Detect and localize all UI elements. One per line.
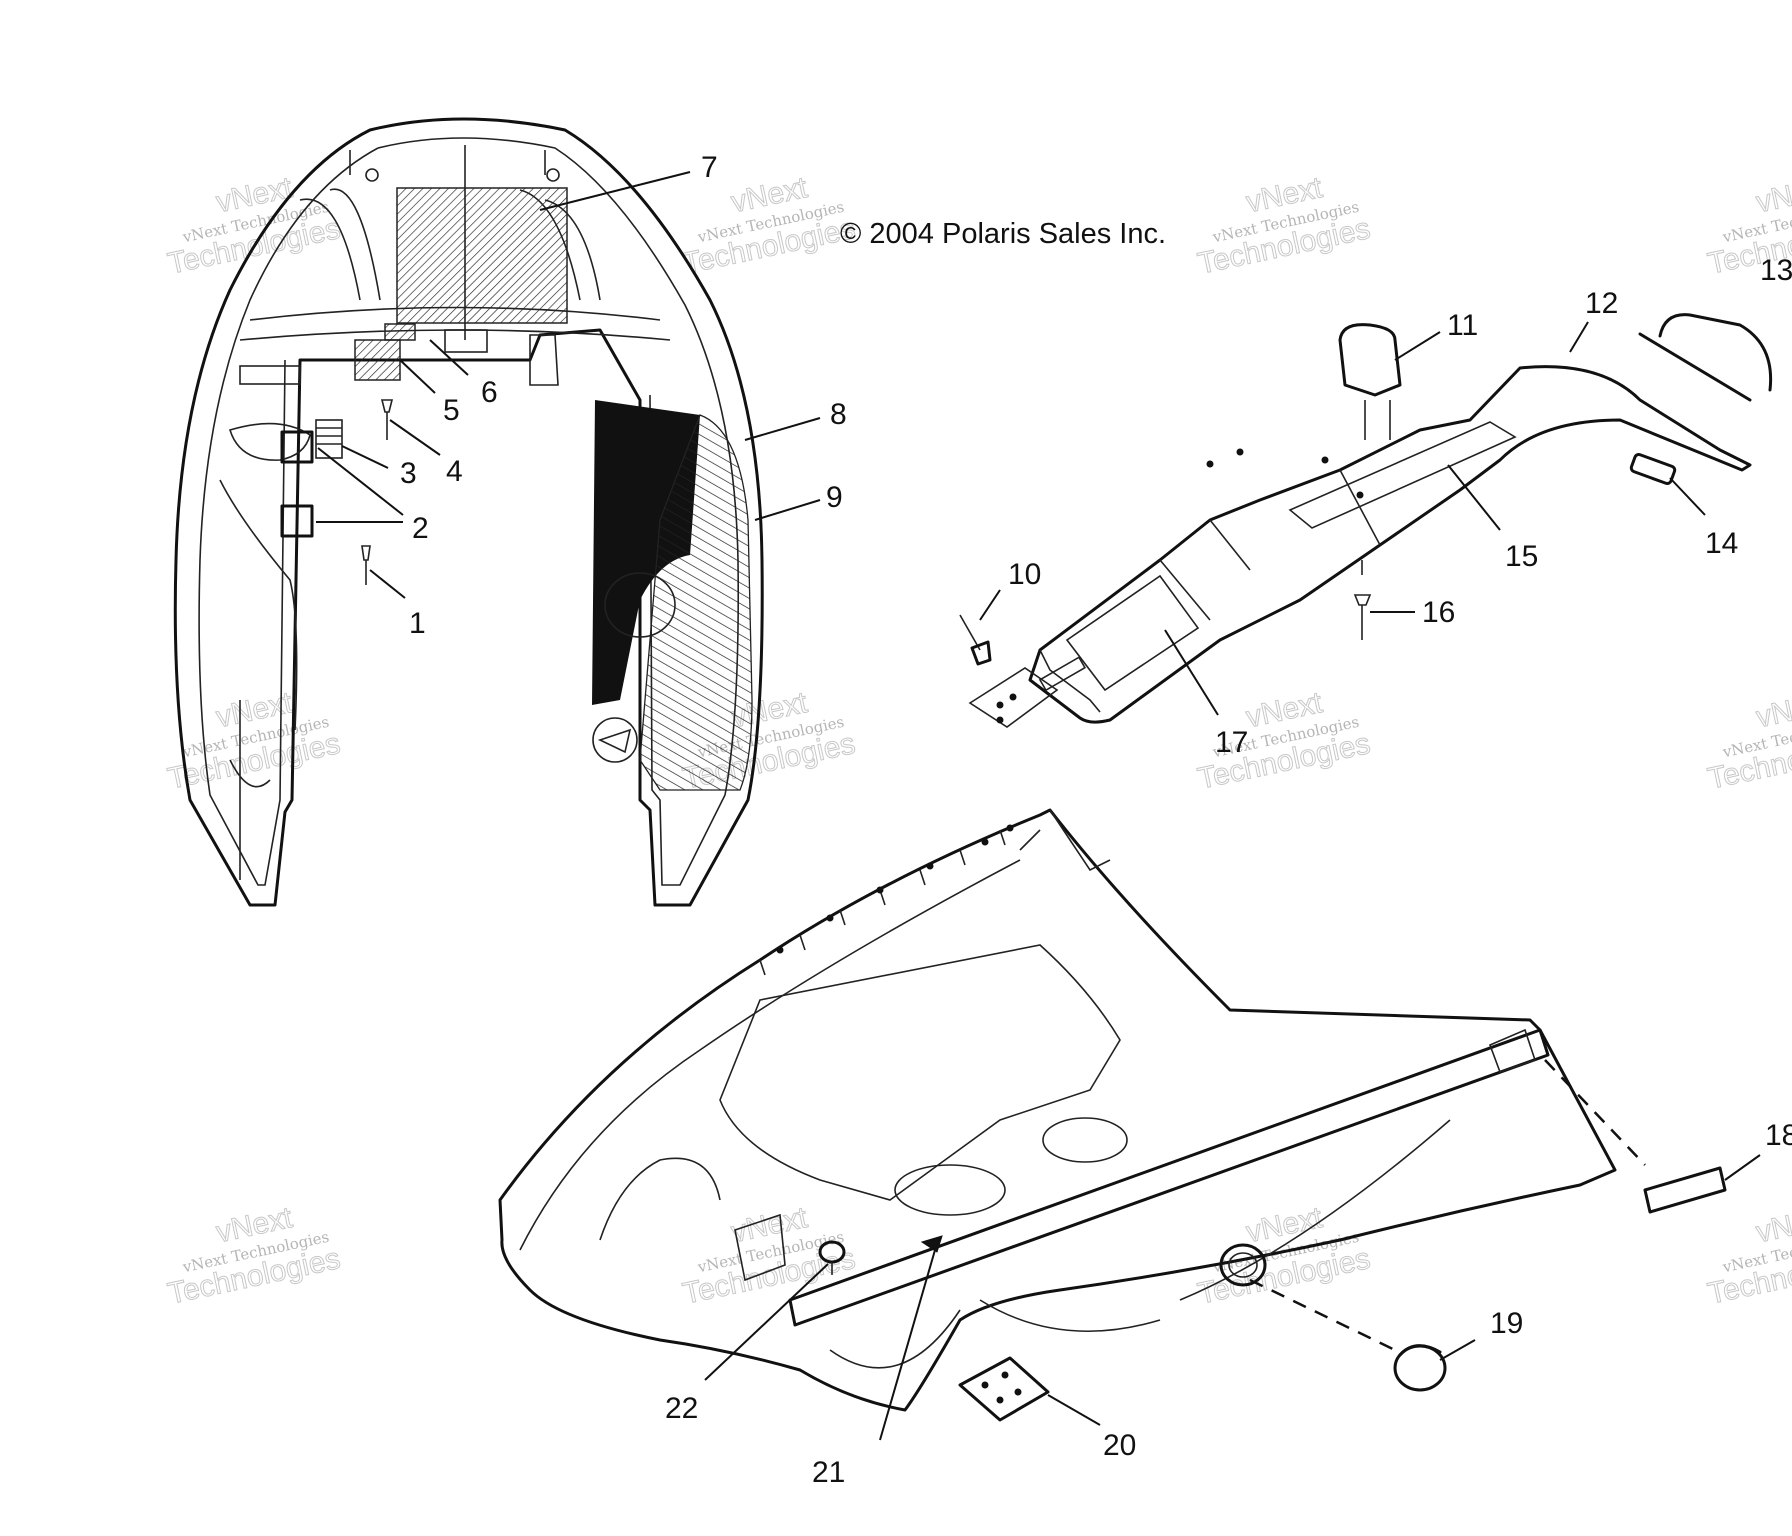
watermark-tile: vNext vNext Technologies Technologies: [164, 686, 343, 797]
reflector-18: [1643, 1166, 1727, 1214]
hood-perspective: [498, 808, 1727, 1422]
watermark-tile: vNext vNext Technologies Technologies: [1704, 1201, 1792, 1312]
callout-17: 17: [1215, 726, 1248, 759]
callout-9: 9: [826, 481, 843, 514]
callout-8: 8: [830, 398, 847, 431]
callout-13: 13: [1760, 254, 1792, 287]
watermark-tile: vNext vNext Technologies Technologies: [679, 1201, 858, 1312]
clip-11: [1338, 323, 1402, 397]
callout-11: 11: [1447, 309, 1478, 342]
callout-22: 22: [665, 1392, 698, 1425]
side-decal-9: [639, 414, 753, 791]
rivet-16: [1353, 560, 1372, 640]
callout-10: 10: [1008, 558, 1041, 591]
hood-underside: [173, 117, 764, 907]
clip-6: [444, 329, 488, 353]
svg-text:vNext: vNext: [1753, 171, 1792, 219]
callout-1: 1: [409, 607, 426, 640]
bracket-2b: [280, 504, 314, 538]
callout-6: 6: [481, 376, 498, 409]
callout-14: 14: [1705, 527, 1738, 560]
svg-text:vNext: vNext: [1753, 686, 1792, 734]
callout-20: 20: [1103, 1429, 1136, 1462]
cap-19: [1393, 1344, 1447, 1392]
rivet-4: [380, 399, 394, 440]
pad-5: [354, 339, 401, 381]
side-decal-8: [592, 400, 700, 705]
rivet-10: [959, 614, 992, 666]
callout-12: 12: [1585, 287, 1618, 320]
callout-19: 19: [1490, 1307, 1523, 1340]
callout-4: 4: [446, 455, 463, 488]
callout-21: 21: [812, 1456, 845, 1489]
pad-20: [958, 1356, 1050, 1422]
hood-decal-7: [396, 187, 568, 324]
callout-5: 5: [443, 394, 460, 427]
callout-7: 7: [701, 151, 718, 184]
watermark-tile: vNext vNext Technologies Technologies: [1194, 686, 1373, 797]
hinge-plate: [968, 667, 1059, 728]
watermark-tile: vNext vNext Technologies Technologies: [1194, 171, 1373, 282]
callout-3: 3: [400, 457, 417, 490]
callout-2: 2: [412, 512, 429, 545]
watermark-tile: vNext vNext Technologies Technologies: [164, 1201, 343, 1312]
bracket-2a: [280, 430, 314, 464]
svg-text:vNext: vNext: [1753, 1201, 1792, 1249]
button-21: [920, 1235, 943, 1253]
callout-15: 15: [1505, 540, 1538, 573]
hood-rail: [788, 1028, 1550, 1327]
callout-18: 18: [1765, 1119, 1792, 1152]
watermark-tile: vNext vNext Technologies Technologies: [164, 171, 343, 282]
strip-15: [1288, 421, 1517, 529]
watermark-tile: vNext vNext Technologies Technologies: [1704, 686, 1792, 797]
bracket-3: [315, 419, 343, 459]
rivet-1: [361, 545, 371, 585]
leader-lines: [316, 171, 1761, 1441]
pad-14: [1629, 452, 1677, 486]
callout-16: 16: [1422, 596, 1455, 629]
belly-pan: [959, 313, 1773, 728]
label-17: [1065, 574, 1200, 692]
copyright-text: © 2004 Polaris Sales Inc.: [840, 218, 1166, 250]
grommet-22: [818, 1240, 846, 1275]
strip-13: [1638, 313, 1773, 402]
watermark-tile: vNext vNext Technologies Technologies: [679, 171, 858, 282]
callout-labels: 1 2 3 4 5 6 7 8 9 10 11 12 13 14 15 16 1…: [400, 151, 1792, 1489]
